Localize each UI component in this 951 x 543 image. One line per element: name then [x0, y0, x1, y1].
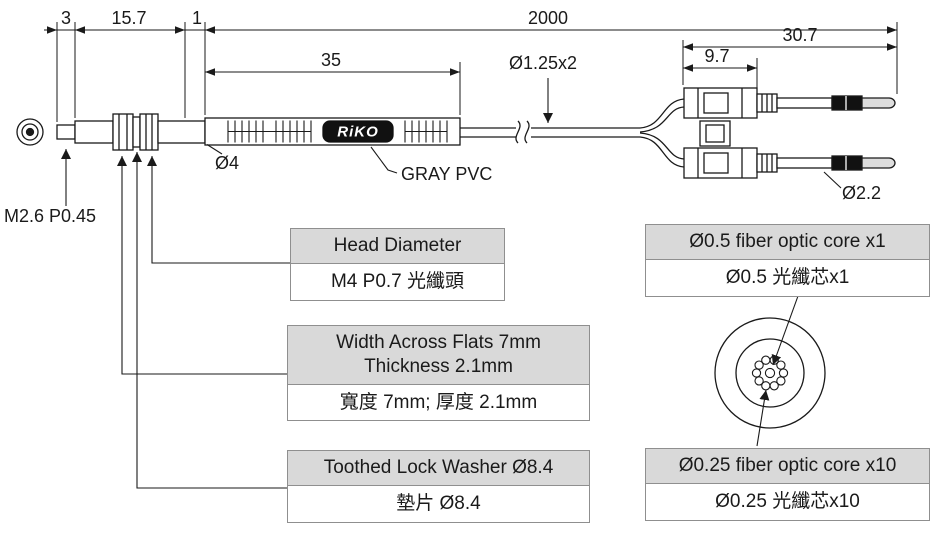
callout-width-across-flats-title-line2: Thickness 2.1mm	[364, 355, 513, 377]
head-barrel	[157, 120, 206, 144]
center-core	[764, 367, 776, 379]
cable-break-mark	[524, 120, 530, 144]
duplex-clip	[699, 120, 731, 147]
callout-center-core-title: Ø0.5 fiber optic core x1	[646, 225, 929, 260]
tip-diameter-label: Ø2.2	[842, 183, 881, 203]
lock-washer	[132, 116, 141, 148]
dim-35-label: 35	[321, 50, 341, 70]
callout-lock-washer-value: 墊片 Ø8.4	[288, 485, 589, 522]
hex-nut-1	[112, 113, 134, 151]
cross-section-inner-circle	[735, 338, 805, 408]
head-body	[74, 120, 114, 144]
head-diameter-label: Ø4	[215, 153, 239, 173]
thread-stub	[56, 124, 76, 140]
corrugated-sleeve	[204, 117, 461, 146]
dim-15-7-label: 15.7	[111, 8, 146, 28]
dim-9-7-label: 9.7	[704, 46, 729, 66]
callout-lock-washer: Toothed Lock Washer Ø8.4 墊片 Ø8.4	[287, 450, 590, 523]
callout-head-diameter-value: M4 P0.7 光纖頭	[291, 263, 504, 300]
cable	[460, 98, 685, 168]
dimension-lines	[44, 22, 898, 122]
dim-30-7-label: 30.7	[782, 25, 817, 45]
head-callout-leader	[147, 156, 290, 264]
connector-top-black-band	[831, 95, 863, 111]
core-ring	[751, 355, 789, 391]
connector-top-rod	[776, 97, 833, 109]
callout-lock-washer-title: Toothed Lock Washer Ø8.4	[288, 451, 589, 486]
callout-width-across-flats-value: 寬度 7mm; 厚度 2.1mm	[288, 384, 589, 421]
connector-bottom	[683, 147, 896, 179]
callout-ring-cores-title: Ø0.25 fiber optic core x10	[646, 449, 929, 484]
riko-logo-badge	[322, 120, 394, 143]
connector-bottom-black-band	[831, 155, 863, 171]
callout-ring-cores-value: Ø0.25 光纖芯x10	[646, 483, 929, 520]
head-dia-leader	[206, 144, 223, 155]
washer-callout-leader	[132, 152, 287, 489]
dim-3-label: 3	[61, 8, 71, 28]
jacket-leader	[370, 146, 398, 174]
center-core-arrow	[771, 295, 799, 366]
connector-top-tip	[861, 97, 896, 109]
flats-callout-leader	[117, 156, 287, 375]
leader-lines	[61, 78, 842, 489]
jacket-label: GRAY PVC	[401, 164, 492, 184]
connector-bottom-rod	[776, 157, 833, 169]
hex-nut-2	[139, 113, 159, 151]
callout-width-across-flats-title-line1: Width Across Flats 7mm	[336, 332, 541, 353]
callout-width-across-flats: Width Across Flats 7mm Thickness 2.1mm 寬…	[287, 325, 590, 422]
connector-bottom-tip	[861, 157, 896, 169]
dimension-arrowheads	[47, 26, 897, 76]
sensor-head	[16, 113, 206, 151]
riko-logo-text: RiKO	[337, 124, 379, 141]
head-end-view-core-dot	[25, 127, 35, 137]
fiber-cross-section	[714, 317, 826, 429]
callout-center-core: Ø0.5 fiber optic core x1 Ø0.5 光纖芯x1	[645, 224, 930, 297]
cable-diameter-label: Ø1.25x2	[509, 53, 577, 73]
ring-core-arrow	[756, 389, 770, 447]
dim-2000-label: 2000	[528, 8, 568, 28]
connector-top	[683, 87, 896, 119]
callout-head-diameter-title: Head Diameter	[291, 229, 504, 264]
thread-spec-label: M2.6 P0.45	[4, 206, 96, 226]
head-end-view-outer-circle	[16, 118, 44, 146]
callout-center-core-value: Ø0.5 光纖芯x1	[646, 259, 929, 296]
cross-section-outer-circle	[714, 317, 826, 429]
callout-head-diameter: Head Diameter M4 P0.7 光纖頭	[290, 228, 505, 301]
head-end-view-mid-circle	[21, 123, 39, 141]
callout-width-across-flats-title: Width Across Flats 7mm Thickness 2.1mm	[288, 326, 589, 385]
callout-ring-cores: Ø0.25 fiber optic core x10 Ø0.25 光纖芯x10	[645, 448, 930, 521]
dim-1-label: 1	[192, 8, 202, 28]
tip-dia-leader	[823, 171, 842, 189]
cable-break-mark	[515, 120, 521, 144]
